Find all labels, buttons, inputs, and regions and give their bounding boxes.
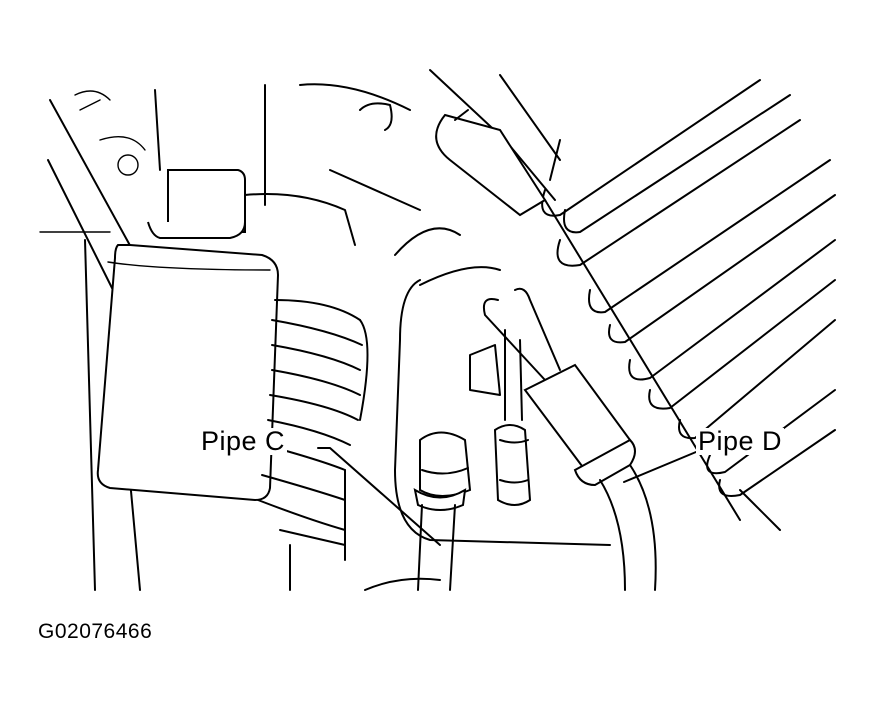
pipe-c-leader-line [317, 447, 441, 546]
bolt-fitting [469, 329, 532, 506]
condenser-fins [499, 74, 836, 531]
housing [299, 69, 611, 591]
figure-id-label: G02076466 [38, 620, 153, 643]
pipe-d-drawing [435, 109, 741, 591]
bellows [244, 193, 369, 591]
pipe-c-label: Pipe C [199, 426, 288, 456]
pipe-c-drawing [413, 431, 472, 591]
pipe-d-leader-line [623, 451, 697, 483]
pipe-d-label: Pipe D [696, 426, 785, 456]
